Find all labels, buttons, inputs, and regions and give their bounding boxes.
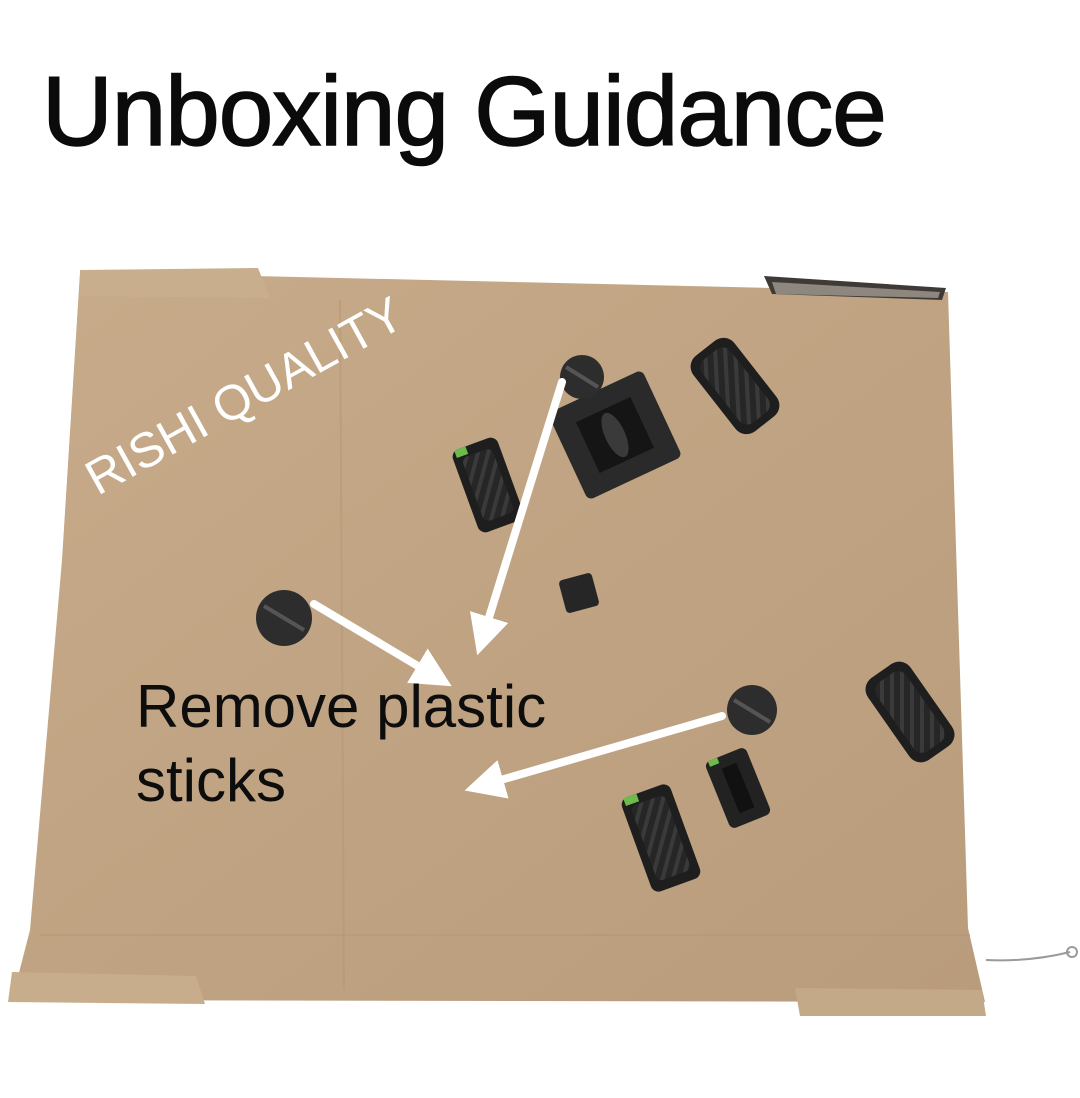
instruction-line-1: Remove plastic: [136, 673, 547, 740]
plastic-stick: [256, 590, 312, 646]
small-part: [559, 573, 599, 613]
instruction-line-2: sticks: [136, 747, 286, 814]
tread-part: [621, 784, 701, 892]
arrow: [464, 712, 726, 799]
square-part: [549, 371, 681, 499]
instruction-text: Remove plastic sticks: [136, 670, 546, 818]
wire: [985, 951, 1071, 962]
arrow: [310, 600, 452, 687]
block-part: [705, 748, 771, 828]
tread-part: [865, 661, 955, 763]
plastic-parts: [256, 337, 955, 892]
guide-arrows: [310, 378, 726, 799]
plastic-stick: [560, 355, 604, 399]
tread-part: [452, 437, 524, 533]
plastic-stick: [727, 685, 777, 735]
tread-part: [690, 337, 780, 435]
cardboard-sheet: [8, 268, 986, 1016]
page-title: Unboxing Guidance: [41, 56, 887, 166]
arrow: [470, 378, 566, 656]
